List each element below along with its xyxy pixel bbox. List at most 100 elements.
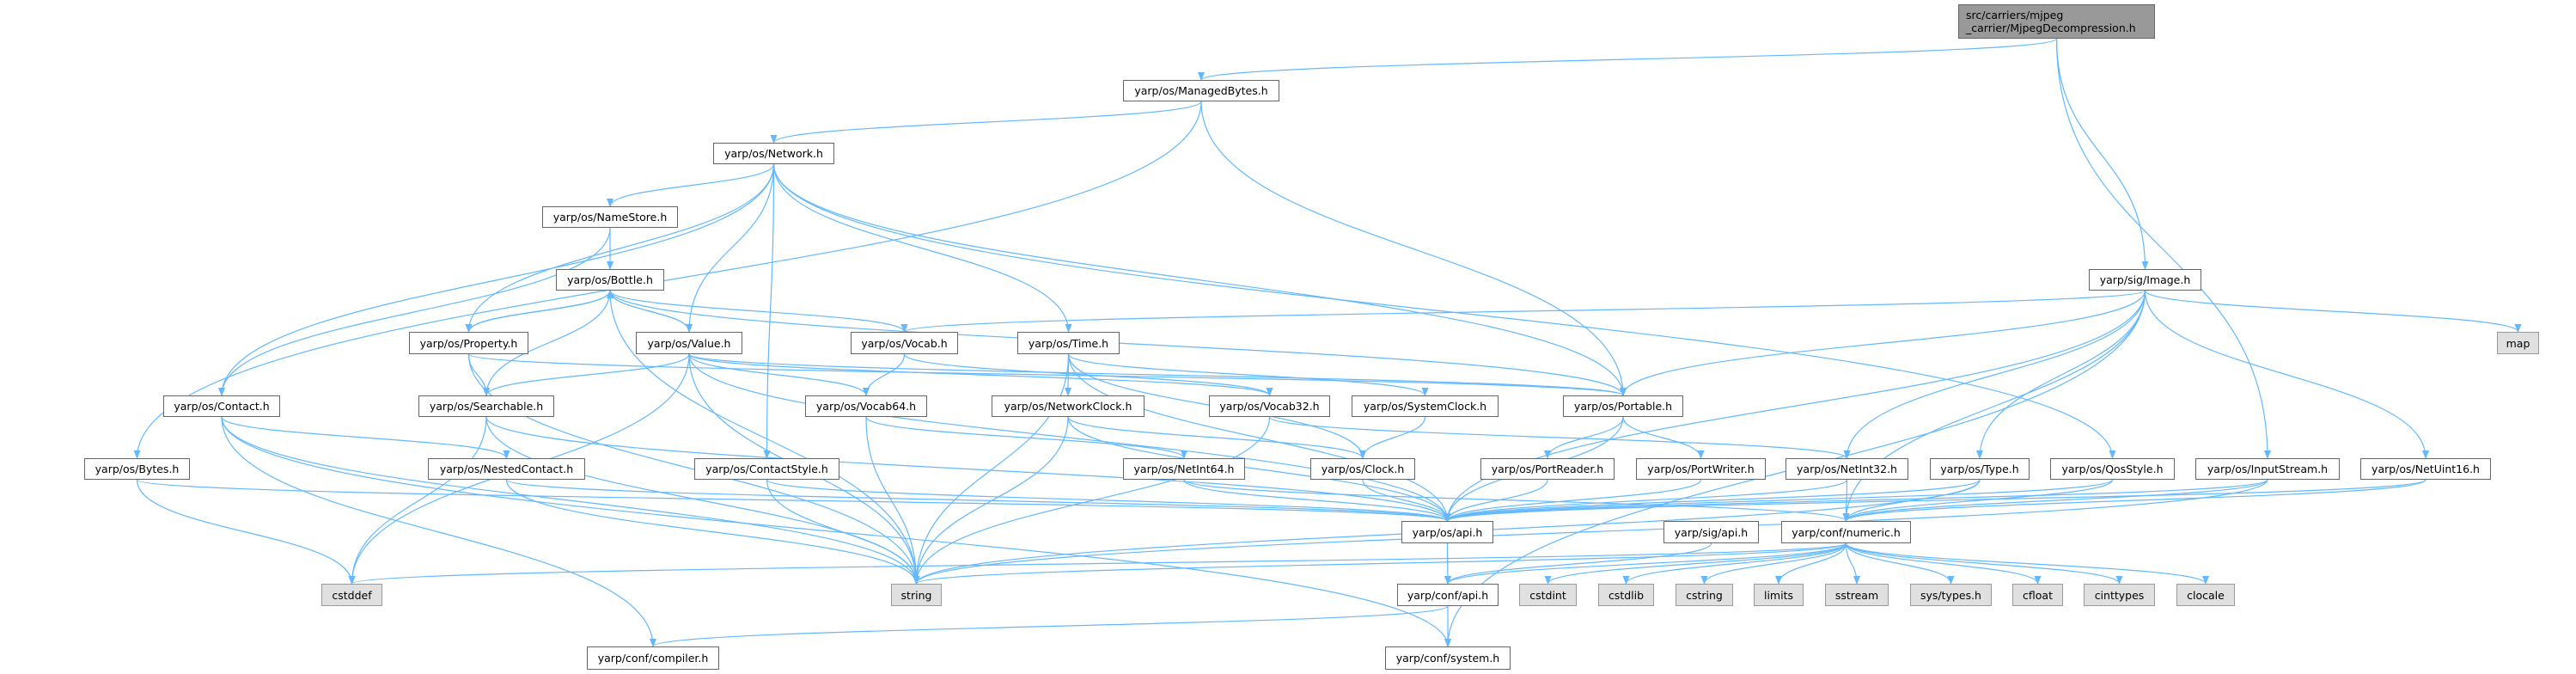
node-systypes: sys/types.h — [1910, 584, 1992, 606]
node-netint32[interactable]: yarp/os/NetInt32.h — [1785, 458, 1908, 480]
edge-image-to-type — [1976, 290, 2146, 459]
edge-networkclock-to-osapi — [1067, 416, 1451, 522]
edge-qosstyle-to-numeric — [1842, 479, 2114, 522]
node-limits: limits — [1754, 584, 1804, 606]
edge-networkclock-to-clock — [1067, 416, 1366, 459]
node-netint64[interactable]: yarp/os/NetInt64.h — [1123, 458, 1245, 480]
node-portable[interactable]: yarp/os/Portable.h — [1563, 395, 1683, 417]
edge-time-to-string — [913, 353, 1070, 585]
edge-managedbytes-to-portable — [1200, 101, 1627, 396]
node-sigapi[interactable]: yarp/sig/api.h — [1663, 521, 1759, 543]
node-numeric[interactable]: yarp/conf/numeric.h — [1781, 521, 1911, 543]
node-map: map — [2497, 332, 2539, 354]
edge-root-to-managedbytes — [1198, 38, 2058, 81]
node-bottle[interactable]: yarp/os/Bottle.h — [556, 269, 664, 291]
edge-network-to-value — [686, 163, 775, 333]
node-confapi[interactable]: yarp/conf/api.h — [1397, 584, 1499, 606]
edge-portreader-to-osapi — [1444, 479, 1548, 522]
node-cstddef: cstddef — [321, 584, 382, 606]
edge-bottle-to-string — [609, 290, 920, 585]
node-image[interactable]: yarp/sig/Image.h — [2089, 269, 2201, 291]
node-compiler[interactable]: yarp/conf/compiler.h — [587, 646, 719, 670]
node-systemclock[interactable]: yarp/os/SystemClock.h — [1352, 395, 1499, 417]
edge-inputstream-to-numeric — [1842, 479, 2268, 522]
edge-network-to-contact — [218, 163, 775, 396]
node-portreader[interactable]: yarp/os/PortReader.h — [1480, 458, 1615, 480]
edge-managedbytes-to-bytes — [133, 101, 1202, 459]
edge-confapi-to-compiler — [650, 605, 1449, 647]
edge-bytes-to-cstddef — [136, 479, 356, 585]
edge-value-to-bottle — [607, 290, 690, 333]
node-vocab64[interactable]: yarp/os/Vocab64.h — [805, 395, 927, 417]
edge-numeric-to-clocale — [1845, 542, 2209, 585]
edge-type-to-osapi — [1444, 479, 1981, 522]
node-cstdlib: cstdlib — [1598, 584, 1654, 606]
edge-searchable-to-string — [485, 416, 920, 585]
edge-searchable-to-osapi — [485, 416, 1451, 522]
edge-property-to-searchable — [467, 353, 490, 396]
edge-vocab32-to-netint32 — [1268, 416, 1851, 459]
edge-vocab64-to-string — [865, 416, 920, 585]
edge-vocab-to-vocab64 — [863, 353, 906, 396]
edge-numeric-to-cfloat — [1845, 542, 2042, 585]
edge-contactstyle-to-osapi — [766, 479, 1451, 522]
edge-network-to-time — [772, 163, 1072, 333]
edge-numeric-to-cinttypes — [1845, 542, 2123, 585]
edge-networkclock-to-string — [913, 416, 1069, 585]
node-inputstream[interactable]: yarp/os/InputStream.h — [2195, 458, 2340, 480]
node-contactstyle[interactable]: yarp/os/ContactStyle.h — [694, 458, 839, 480]
node-value[interactable]: yarp/os/Value.h — [636, 332, 742, 354]
edge-numeric-to-cstdint — [1544, 542, 1847, 585]
node-namestore[interactable]: yarp/os/NameStore.h — [542, 206, 678, 228]
node-clocale: clocale — [2176, 584, 2235, 606]
node-nestedcontact[interactable]: yarp/os/NestedContact.h — [428, 458, 585, 480]
node-netuint16[interactable]: yarp/os/NetUint16.h — [2360, 458, 2491, 480]
node-root[interactable]: src/carriers/mjpeg _carrier/MjpegDecompr… — [1958, 4, 2155, 39]
edge-property-to-bottle — [467, 290, 613, 333]
edge-value-to-vocab32 — [688, 353, 1273, 396]
edge-image-to-map — [2144, 290, 2522, 333]
node-cfloat: cfloat — [2012, 584, 2063, 606]
node-vocab32[interactable]: yarp/os/Vocab32.h — [1209, 395, 1330, 417]
edge-nestedcontact-to-string — [505, 479, 920, 585]
node-network[interactable]: yarp/os/Network.h — [713, 143, 834, 164]
node-vocab[interactable]: yarp/os/Vocab.h — [851, 332, 958, 354]
node-cinttypes: cinttypes — [2084, 584, 2155, 606]
edge-bytes-to-osapi — [136, 479, 1450, 522]
edge-image-to-vocab — [901, 290, 2146, 333]
edge-inputstream-to-string — [913, 479, 2268, 585]
edge-network-to-property — [465, 163, 775, 333]
edge-numeric-to-sstream — [1845, 542, 1860, 585]
node-networkclock[interactable]: yarp/os/NetworkClock.h — [992, 395, 1145, 417]
edge-contact-to-system — [221, 416, 1451, 647]
edge-network-to-contactstyle — [763, 163, 775, 459]
edge-root-to-image — [2055, 38, 2149, 270]
node-system[interactable]: yarp/conf/system.h — [1385, 646, 1511, 670]
edge-contact-to-string — [221, 416, 920, 585]
edge-netint32-to-osapi — [1444, 479, 1848, 522]
edge-vocab64-to-netint64 — [865, 416, 1187, 459]
edge-bottle-to-vocab — [609, 290, 908, 333]
node-cstdint: cstdint — [1519, 584, 1577, 606]
edge-numeric-to-cstddef — [349, 542, 1847, 585]
node-string: string — [891, 584, 942, 606]
node-searchable[interactable]: yarp/os/Searchable.h — [418, 395, 554, 417]
node-contact[interactable]: yarp/os/Contact.h — [163, 395, 280, 417]
edge-vocab32-to-string — [913, 416, 1271, 585]
node-managedbytes[interactable]: yarp/os/ManagedBytes.h — [1123, 80, 1279, 101]
edge-managedbytes-to-network — [770, 101, 1202, 144]
edge-qosstyle-to-osapi — [1444, 479, 2114, 522]
node-type[interactable]: yarp/os/Type.h — [1930, 458, 2030, 480]
node-property[interactable]: yarp/os/Property.h — [409, 332, 528, 354]
edge-root-to-inputstream — [2055, 38, 2271, 459]
edge-image-to-portable — [1620, 290, 2146, 396]
node-osapi[interactable]: yarp/os/api.h — [1401, 521, 1493, 543]
node-bytes[interactable]: yarp/os/Bytes.h — [84, 458, 190, 480]
node-time[interactable]: yarp/os/Time.h — [1017, 332, 1120, 354]
edge-numeric-to-cstdlib — [1622, 542, 1847, 585]
node-qosstyle[interactable]: yarp/os/QosStyle.h — [2050, 458, 2175, 480]
node-clock[interactable]: yarp/os/Clock.h — [1310, 458, 1415, 480]
node-portwriter[interactable]: yarp/os/PortWriter.h — [1636, 458, 1766, 480]
edge-sigapi-to-confapi — [1444, 542, 1712, 585]
